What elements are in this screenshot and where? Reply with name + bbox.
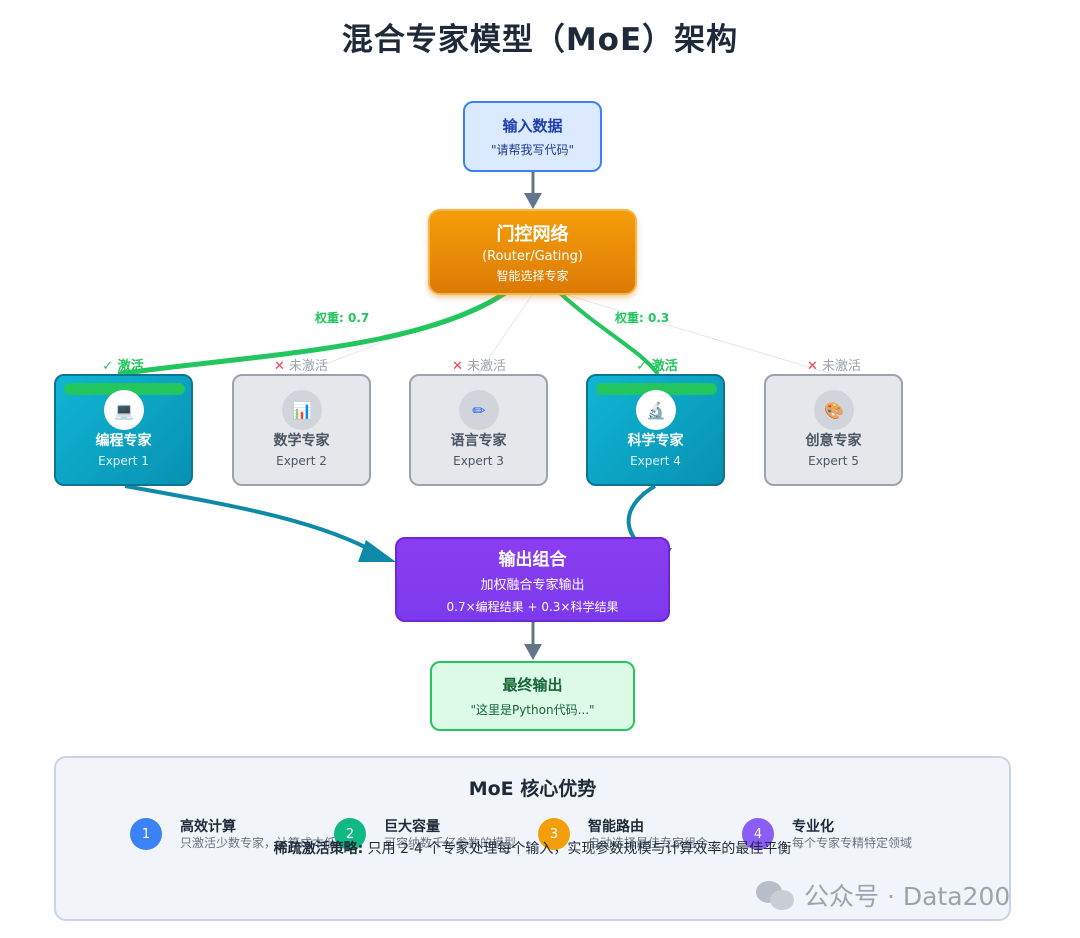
number-badge: 3 [538,818,570,850]
expert-card-5: 🎨 创意专家 Expert 5 [764,374,903,486]
output-formula: 0.7×编程结果 + 0.3×科学结果 [446,599,619,614]
expert1-status: ✓ 激活 [102,359,144,374]
advantage-item: 1 高效计算 只激活少数专家，计算成本低 [130,816,336,856]
activation-bar [64,383,185,395]
advantage-item: 2 巨大容量 可容纳数千亿参数的模型 [334,816,534,856]
expert-sub: Expert 5 [808,454,859,468]
arrowhead-output-left [358,540,396,562]
weight-label-right: 权重: 0.3 [615,311,670,325]
expert-name: 编程专家 [95,433,152,449]
number-badge: 1 [130,818,162,850]
activation-bar [596,383,717,395]
gate-subtitle: (Router/Gating) [482,249,583,264]
expert-name: 创意专家 [805,433,862,449]
expert-name: 数学专家 [273,433,330,449]
expert-card-2: 📊 数学专家 Expert 2 [232,374,371,486]
advantage-title: 智能路由 [588,819,644,835]
route-expert1-output [124,484,382,557]
advantage-title: 巨大容量 [384,819,440,835]
advantage-desc: 自动选择最佳专家组合 [588,836,709,850]
expert-sub: Expert 3 [453,454,504,468]
expert3-status: ✕ 未激活 [451,359,507,374]
wechat-icon [756,879,796,911]
expert-card-4: 🔬 科学专家 Expert 4 [586,374,725,486]
arrowhead-gate [524,193,542,209]
expert-name: 语言专家 [450,433,507,449]
route-gate-expert4 [558,291,660,376]
watermark-text: 公众号 · Data200 [804,882,1011,911]
advantage-title: 专业化 [792,819,834,835]
advantages-panel: MoE 核心优势 1 高效计算 只激活少数专家，计算成本低 2 巨大容量 可容纳… [54,756,1011,921]
input-title: 输入数据 [502,117,563,135]
cross-icon: ✕ [806,359,818,374]
arrowhead-final [524,644,542,660]
input-text: "请帮我写代码" [490,143,575,157]
watermark: 公众号 · Data200 [756,877,1010,913]
gate-title: 门控网络 [496,224,569,245]
output-combination-node: 输出组合 加权融合专家输出 0.7×编程结果 + 0.3×科学结果 [395,537,670,622]
page-title: 混合专家模型（MoE）架构 [341,22,739,58]
gating-network-node: 门控网络 (Router/Gating) 智能选择专家 [428,209,637,295]
palette-icon: 🎨 [814,390,854,430]
laptop-icon: 💻 [104,390,144,430]
pen-icon: ✏ [459,390,499,430]
expert-name: 科学专家 [627,433,684,449]
expert-sub: Expert 2 [276,454,327,468]
advantage-desc: 只激活少数专家，计算成本低 [180,836,337,850]
cross-icon: ✕ [451,359,463,374]
sparse-strategy-text: 稀疏激活策略: 只用 2-4 个专家处理每个输入，实现参数规模与计算效率的最佳平… [273,841,792,857]
weight-label-left: 权重: 0.7 [315,311,370,325]
advantage-desc: 每个专家专精特定领域 [792,836,913,850]
cross-icon: ✕ [273,359,285,374]
advantage-desc: 可容纳数千亿参数的模型 [384,836,517,850]
advantage-item: 4 专业化 每个专家专精特定领域 [742,816,942,856]
expert5-status: ✕ 未激活 [806,359,862,374]
expert4-status: ✓ 激活 [636,359,678,374]
final-output-node: 最终输出 "这里是Python代码..." [430,661,635,731]
link-gate-expert3 [477,294,533,375]
final-text: "这里是Python代码..." [470,703,595,717]
expert2-status: ✕ 未激活 [273,359,329,374]
expert-sub: Expert 1 [98,454,149,468]
expert-card-1: 💻 编程专家 Expert 1 [54,374,193,486]
advantage-item: 3 智能路由 自动选择最佳专家组合 [538,816,738,856]
microscope-icon: 🔬 [636,390,676,430]
expert-card-3: ✏ 语言专家 Expert 3 [409,374,548,486]
final-title: 最终输出 [502,676,563,694]
link-gate-expert5 [559,292,833,375]
output-desc: 加权融合专家输出 [480,577,585,593]
number-badge: 4 [742,818,774,850]
expert-sub: Expert 4 [630,454,681,468]
input-data-node: 输入数据 "请帮我写代码" [463,101,602,172]
bar-chart-icon: 📊 [282,390,322,430]
advantage-title: 高效计算 [180,819,236,835]
route-gate-expert1 [117,290,507,377]
output-title: 输出组合 [498,549,567,570]
gate-desc: 智能选择专家 [496,269,569,283]
advantages-title: MoE 核心优势 [468,778,597,800]
number-badge: 2 [334,818,366,850]
